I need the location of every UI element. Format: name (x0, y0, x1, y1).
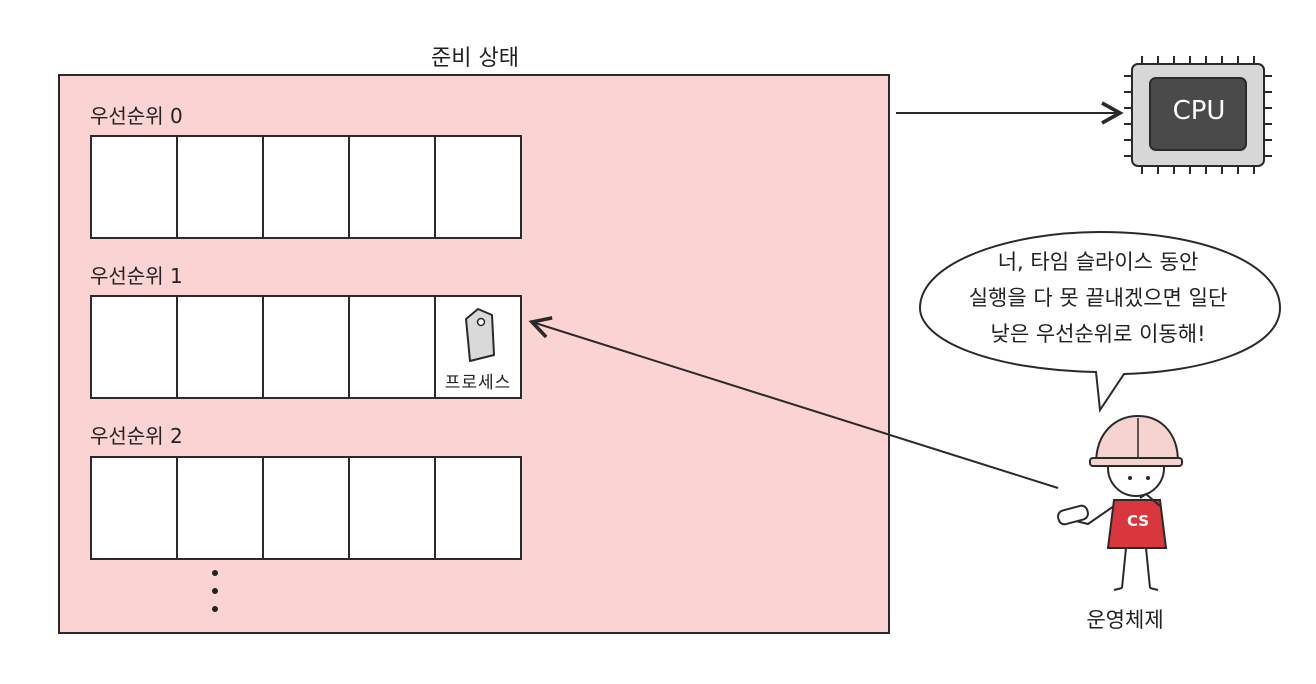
cpu-label: CPU (1164, 96, 1234, 126)
speech-line: 실행을 다 못 끝내겠으면 일단 (928, 280, 1268, 316)
speech-line: 너, 타임 슬라이스 동안 (928, 244, 1268, 280)
os-character (1057, 416, 1182, 590)
operating-system-label: 운영체제 (1060, 604, 1190, 634)
shirt-cs-label: CS (1118, 512, 1158, 530)
speech-line: 낮은 우선순위로 이동해! (928, 316, 1268, 352)
speech-bubble-text: 너, 타임 슬라이스 동안 실행을 다 못 끝내겠으면 일단 낮은 우선순위로 … (928, 244, 1268, 352)
